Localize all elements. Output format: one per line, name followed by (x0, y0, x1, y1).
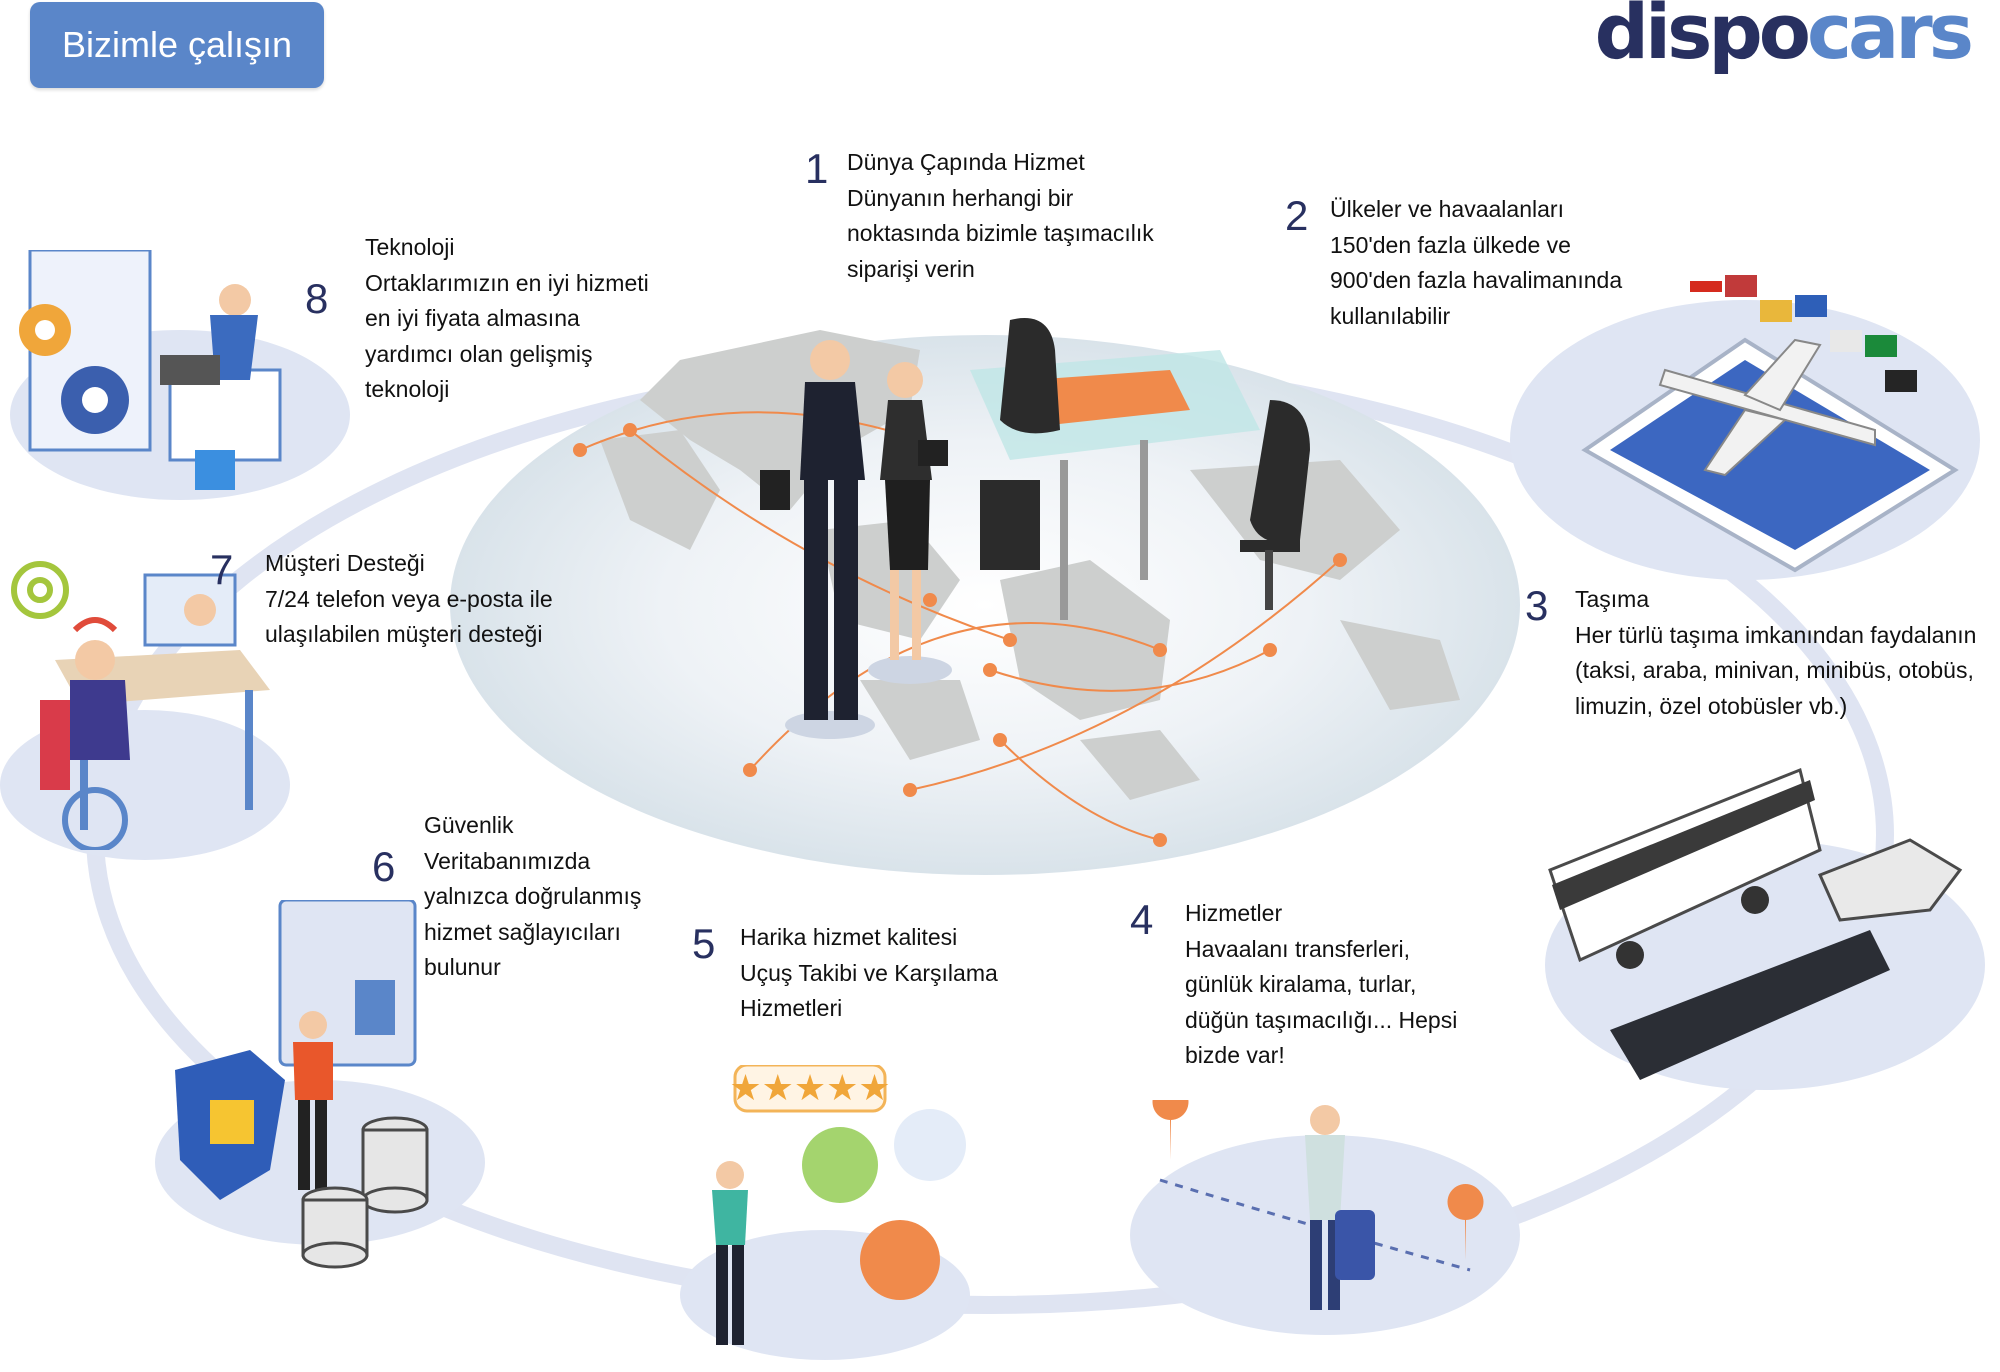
step-title: Harika hizmet kalitesi (740, 924, 958, 950)
flag-icon (1690, 270, 1917, 392)
services-illustration (1152, 1100, 1484, 1310)
step-line: en iyi fiyata almasına (365, 305, 580, 331)
step-title: Dünya Çapında Hizmet (847, 149, 1085, 175)
office-handshake-illustration (760, 318, 1310, 739)
step-text: Güvenlik Veritabanımızda yalnızca doğrul… (424, 808, 641, 986)
quality-illustration: ★★★★★ (712, 1065, 966, 1345)
step-number: 8 (305, 275, 329, 322)
step-line: Her türlü taşıma imkanından faydalanın (1575, 621, 1977, 648)
gear-icon (19, 304, 71, 356)
step-line: kullanılabilir (1330, 302, 1451, 329)
step-number: 4 (1130, 896, 1154, 943)
step-line: teknoloji (365, 376, 450, 402)
logo-text-dispo: dispo (1594, 0, 1811, 76)
suitcase-icon (1335, 1210, 1375, 1280)
step-line: Uçuş Takibi ve Karşılama (740, 959, 998, 986)
monitor-icon (143, 573, 237, 647)
step-line: 150'den fazla ülkede ve (1330, 231, 1571, 258)
step-line: hizmet sağlayıcıları (424, 918, 621, 945)
step-text: Hizmetler Havaalanı transferleri, günlük… (1185, 896, 1457, 1074)
step-line: yardımcı olan gelişmiş (365, 340, 593, 367)
step-number: 5 (692, 920, 716, 967)
step-number: 3 (1525, 582, 1549, 629)
step-line: limuzin, özel otobüsler vb.) (1575, 692, 1848, 719)
support-illustration (11, 561, 270, 850)
step-line: Ortaklarımızın en iyi hizmeti (365, 269, 649, 296)
dispocars-logo[interactable]: dispocars (1595, 0, 1974, 70)
step-text: Müşteri Desteği 7/24 telefon veya e-post… (265, 546, 553, 653)
step-title: Hizmetler (1185, 900, 1283, 926)
star-rating-text: ★★★★★ (729, 1068, 890, 1109)
transport-illustration (1548, 767, 1963, 1080)
security-illustration (175, 900, 429, 1269)
step-line: siparişi verin (847, 255, 975, 282)
step-title: Ülkeler ve havaalanları (1330, 196, 1564, 222)
database-icon (301, 1116, 429, 1269)
step-line: Veritabanımızda (424, 847, 591, 874)
step-line: noktasında bizimle taşımacılık (847, 220, 1154, 246)
step-line: yalnızca doğrulanmış (424, 883, 642, 909)
technology-illustration (19, 250, 282, 490)
step-text: Ülkeler ve havaalanları 150'den fazla ül… (1330, 192, 1622, 334)
step-line: 7/24 telefon veya e-posta ile (265, 585, 553, 612)
car-icon (1817, 838, 1963, 922)
step-number: 1 (805, 145, 829, 192)
step-title: Teknoloji (365, 234, 455, 260)
location-pin-icon (1152, 1100, 1484, 1260)
work-with-us-button[interactable]: Bizimle çalışın (30, 2, 324, 88)
step-line: düğün taşımacılığı... Hepsi (1185, 1006, 1458, 1033)
airplane-icon (1658, 338, 1876, 477)
step-text: Harika hizmet kalitesi Uçuş Takibi ve Ka… (740, 920, 998, 1027)
step-line: Hizmetleri (740, 995, 843, 1021)
step-number: 7 (210, 546, 234, 593)
step-line: bulunur (424, 954, 501, 980)
step-title: Güvenlik (424, 812, 514, 838)
step-title: Taşıma (1575, 586, 1650, 612)
laptop-icon (160, 355, 220, 385)
step-line: bizde var! (1185, 1042, 1285, 1068)
airports-illustration (1581, 270, 1959, 573)
step-text: Teknoloji Ortaklarımızın en iyi hizmeti … (365, 230, 649, 408)
step-line: (taksi, araba, minivan, minibüs, otobüs, (1575, 657, 1974, 683)
step-line: 900'den fazla havalimanında (1330, 267, 1623, 293)
star-rating-icon (733, 1065, 887, 1113)
logo-text-cars: cars (1806, 0, 1974, 76)
step-line: Dünyanın herhangi bir (847, 184, 1074, 211)
step-line: Havaalanı transferleri, (1185, 935, 1410, 962)
step-line: ulaşılabilen müşteri desteği (265, 621, 543, 647)
step-title: Müşteri Desteği (265, 550, 425, 576)
limousine-icon (1610, 930, 1890, 1080)
step-line: günlük kiralama, turlar, (1185, 971, 1417, 997)
step-text: Taşıma Her türlü taşıma imkanından fayda… (1575, 582, 1976, 724)
step-text: Dünya Çapında Hizmet Dünyanın herhangi b… (847, 145, 1154, 287)
step-number: 6 (372, 843, 396, 890)
step-number: 2 (1285, 192, 1309, 239)
gear-icon (11, 561, 69, 619)
headset-icon (72, 617, 118, 633)
world-map-icon (450, 330, 1520, 875)
office-chair-icon (1000, 318, 1060, 434)
